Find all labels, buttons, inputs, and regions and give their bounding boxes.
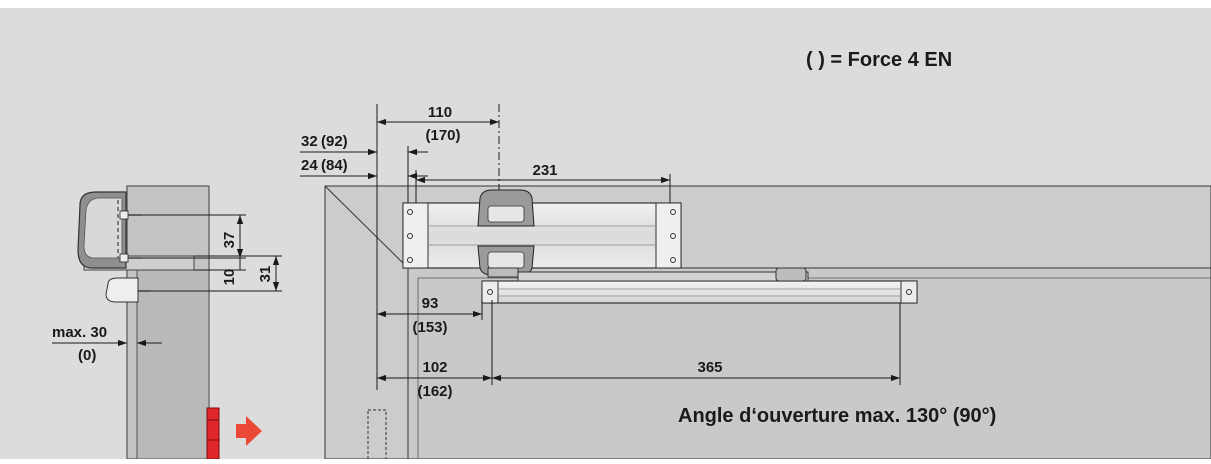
dim-153: (153) <box>412 319 447 336</box>
door-leaf-section <box>136 269 210 460</box>
dim-231: 231 <box>532 162 557 179</box>
dim-110: 110 <box>428 104 452 121</box>
front-view <box>324 185 1211 460</box>
dim-37: 37 <box>221 232 238 249</box>
dim-162: (162) <box>417 383 452 400</box>
dim-365: 365 <box>697 359 722 376</box>
arrow-right-icon <box>236 416 262 446</box>
caption-text: Angle d‘ouverture max. 130° (90°) <box>678 405 996 427</box>
arm-shoe-profile <box>105 277 139 303</box>
guide-rail <box>481 280 918 304</box>
dim-32: 32 <box>301 133 318 150</box>
dim-93: 93 <box>422 295 439 312</box>
closer-body <box>402 202 682 269</box>
vertical-dimensions <box>142 214 282 292</box>
dim-31: 31 <box>257 266 274 283</box>
section-view <box>77 185 262 460</box>
dim-102: 102 <box>422 359 447 376</box>
dim-92: (92) <box>321 133 348 150</box>
dim-84: (84) <box>321 157 348 174</box>
main-dimensions <box>300 104 901 390</box>
legend-text: ( ) = Force 4 EN <box>806 49 952 71</box>
dim-max-30: max. 30 <box>52 324 107 341</box>
hinge <box>206 407 220 460</box>
dim-170: (170) <box>425 127 460 144</box>
slide-arm <box>517 271 809 282</box>
closer-side-highlight <box>83 197 123 259</box>
dim-0: (0) <box>78 347 96 364</box>
dim-24: 24 <box>301 157 318 174</box>
dim-10: 10 <box>221 269 238 286</box>
